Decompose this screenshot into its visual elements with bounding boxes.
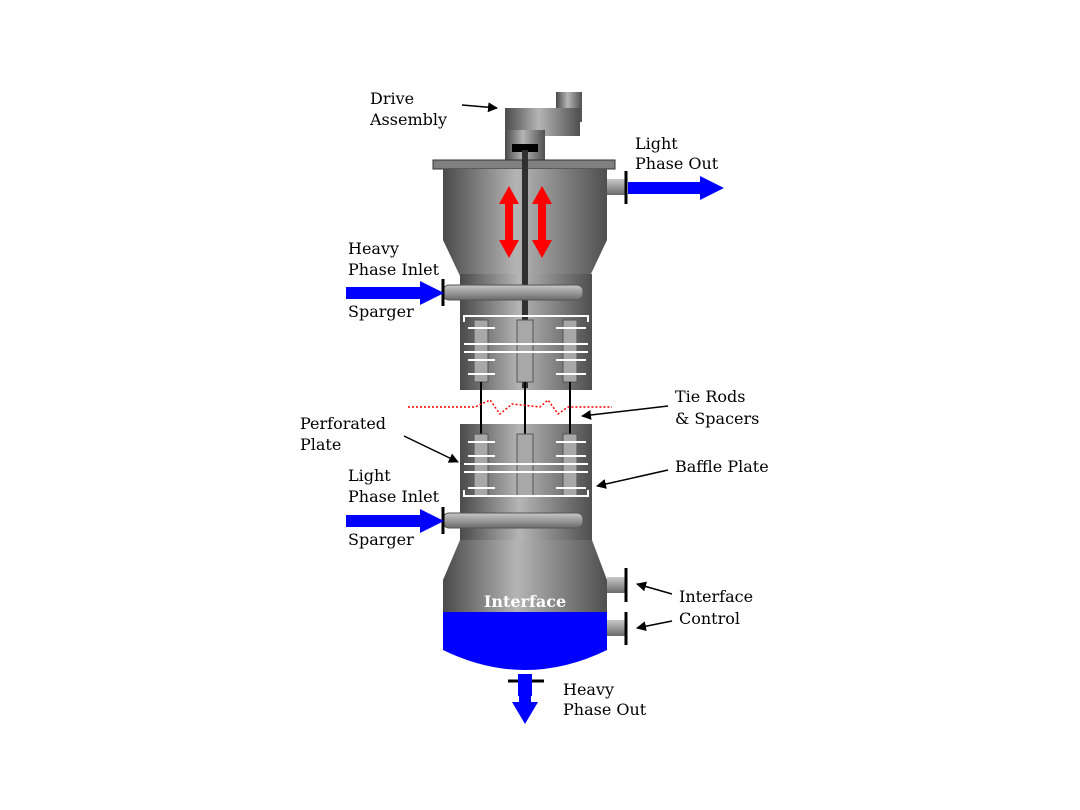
column-break-line — [408, 398, 612, 416]
perforated-plate-label-2: Plate — [300, 435, 341, 454]
pointer-arrows — [403, 102, 673, 632]
light-phase-out-arrow — [628, 176, 724, 200]
light-phase-inlet-arrow — [346, 509, 444, 533]
tie-rods — [480, 382, 571, 434]
heavy-inlet-label-2: Phase Inlet — [348, 260, 440, 279]
tie-rods-label-2: & Spacers — [675, 409, 759, 428]
drive-label-1: Drive — [370, 89, 414, 108]
tie-rods-pointer — [581, 405, 669, 420]
baffle-plate-pointer — [596, 469, 669, 489]
heavy-phase-inlet-arrow — [346, 281, 444, 305]
interface-control-label-2: Control — [679, 609, 740, 628]
light-out-label-1: Light — [635, 134, 678, 153]
perforated-plate-pointer — [403, 435, 459, 463]
interface-control-nozzles — [607, 568, 628, 645]
drive-shaft — [522, 150, 528, 388]
drive-assembly — [505, 92, 582, 160]
lower-plate-stack — [463, 433, 589, 497]
perforated-plate-label-1: Perforated — [300, 414, 386, 433]
sparger-top-label: Sparger — [348, 302, 414, 321]
interface-control-pointer-2 — [636, 620, 673, 632]
light-out-label-2: Phase Out — [635, 154, 719, 173]
heavy-out-label-1: Heavy — [563, 680, 614, 699]
reciprocation-arrows — [499, 186, 552, 258]
upper-plate-stack — [463, 315, 589, 383]
interface-control-pointer-1 — [636, 581, 673, 595]
drive-assembly-pointer — [461, 102, 498, 113]
heavy-inlet-label-1: Heavy — [348, 239, 399, 258]
interface-control-label-1: Interface — [679, 587, 753, 606]
heavy-liquid-pool — [443, 612, 607, 670]
light-inlet-label-1: Light — [348, 466, 391, 485]
bottom-settling-head — [443, 540, 607, 612]
baffle-plate-label: Baffle Plate — [675, 457, 769, 476]
heavy-phase-out-arrow — [512, 690, 538, 724]
interface-label: Interface — [484, 592, 566, 611]
light-inlet-label-2: Phase Inlet — [348, 487, 440, 506]
tie-rods-label-1: Tie Rods — [675, 387, 745, 406]
drive-label-2: Assembly — [369, 110, 447, 129]
light-phase-out-nozzle — [607, 171, 628, 204]
heavy-out-label-2: Phase Out — [563, 700, 647, 719]
sparger-bottom-label: Sparger — [348, 530, 414, 549]
